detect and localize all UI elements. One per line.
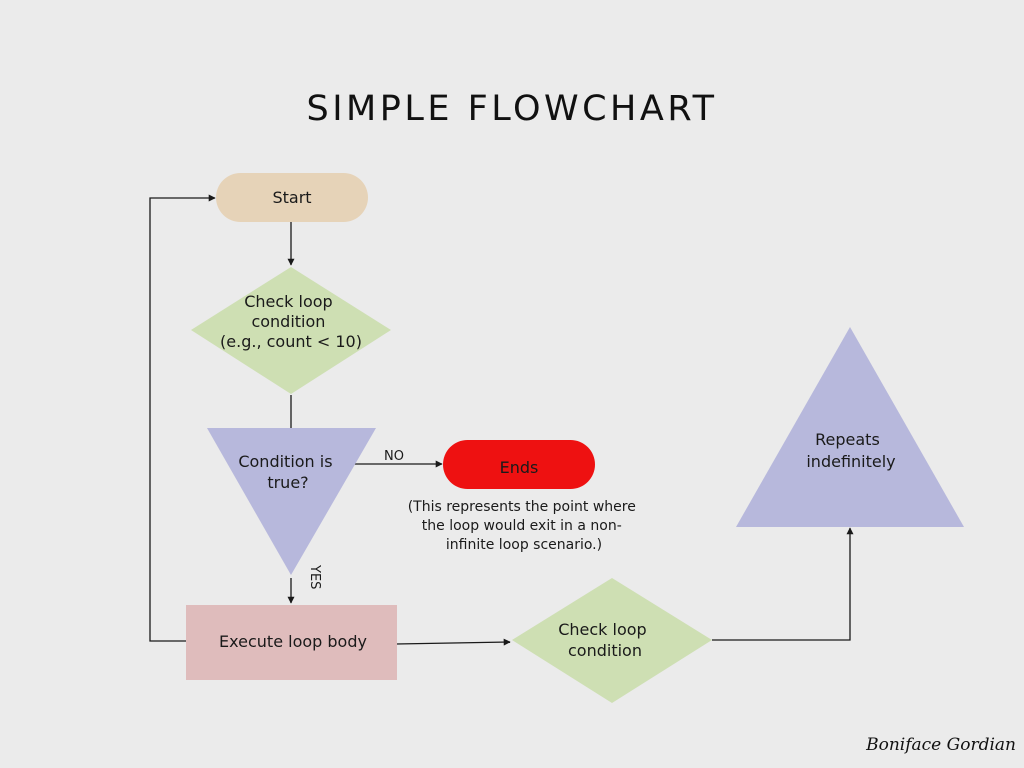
exit-note-line-2: the loop would exit in a non- — [422, 518, 622, 534]
condition-is-true-line-2: true? — [267, 473, 308, 492]
yes-edge-label: YES — [307, 564, 322, 589]
check-loop-condition-2-line-2: condition — [568, 641, 642, 660]
repeats-indefinitely-triangle — [736, 327, 964, 527]
exit-note-line-3: infinite loop scenario.) — [446, 537, 602, 553]
author-credit: Boniface Gordian — [865, 735, 1016, 755]
check-loop-condition-2-line-1: Check loop — [558, 620, 646, 639]
ends-label: Ends — [500, 458, 539, 477]
execute-loop-body-label: Execute loop body — [219, 632, 367, 651]
execute-loop-body-rect — [186, 605, 397, 680]
start-terminal-shape — [216, 173, 368, 222]
exit-note: (This represents the point where the loo… — [408, 499, 641, 553]
no-edge-label: NO — [384, 449, 404, 464]
page-title: SIMPLE FLOWCHART — [307, 89, 718, 129]
check-loop-condition-line-3: (e.g., count < 10) — [220, 332, 362, 351]
condition-is-true-line-1: Condition is — [238, 452, 332, 471]
check-loop-condition-line-1: Check loop — [244, 292, 332, 311]
check-loop-condition-2-diamond — [512, 578, 712, 703]
check-loop-condition-line-2: condition — [251, 312, 325, 331]
condition-is-true-triangle — [207, 428, 376, 575]
repeats-indefinitely-node: Repeats indefinitely — [736, 327, 964, 527]
check-loop-condition-2-text: Check loop condition — [558, 620, 652, 660]
edge-execute-to-check-2 — [395, 638, 511, 646]
check-loop-condition-2-node: Check loop condition — [512, 578, 712, 703]
check-loop-condition-diamond — [191, 267, 391, 394]
check-loop-condition-text: Check loop condition (e.g., count < 10) — [220, 292, 362, 351]
repeats-indefinitely-text: Repeats indefinitely — [806, 430, 895, 471]
edges — [149, 194, 854, 646]
edge-loop-back-to-start — [149, 194, 216, 642]
ends-node: Ends — [443, 440, 595, 489]
repeats-indefinitely-line-1: Repeats — [815, 430, 880, 449]
execute-loop-body-node: Execute loop body — [186, 605, 397, 680]
start-node: Start — [216, 173, 368, 222]
check-loop-condition-node: Check loop condition (e.g., count < 10) — [191, 267, 391, 394]
repeats-indefinitely-line-2: indefinitely — [806, 452, 895, 471]
start-label: Start — [272, 188, 311, 207]
edge-check-2-to-repeats — [712, 527, 854, 641]
exit-note-line-1: (This represents the point where — [408, 499, 636, 515]
ends-terminal-shape — [443, 440, 595, 489]
condition-is-true-node: Condition is true? — [207, 428, 376, 575]
condition-is-true-text: Condition is true? — [238, 452, 337, 492]
